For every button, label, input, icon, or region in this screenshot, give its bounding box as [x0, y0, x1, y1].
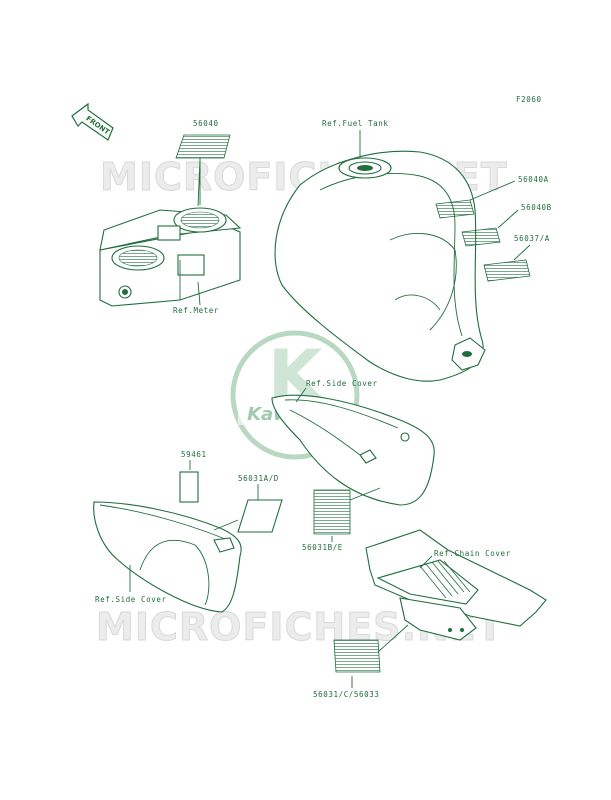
fuel-tank [274, 150, 486, 382]
decal-56031-c-56033 [333, 639, 381, 673]
side-cover-right [271, 394, 435, 506]
decal-59461 [179, 471, 199, 503]
decal-56031b-e [313, 489, 351, 535]
decal-56040a [435, 199, 475, 219]
callout-59461: 59461 [181, 450, 207, 459]
meter-assembly [99, 207, 242, 307]
callout-56031b-e: 56031B/E [302, 543, 343, 552]
side-cover-left [93, 501, 242, 613]
callout-56040a: 56040A [518, 175, 549, 184]
callout-ref-fuel-tank: Ref.Fuel Tank [322, 119, 389, 128]
callout-ref-side-cover-right: Ref.Side Cover [306, 379, 378, 388]
callout-56040b: 56040B [521, 203, 552, 212]
callout-56031-c-56033: 56031/C/56033 [313, 690, 380, 699]
callout-56040: 56040 [193, 119, 219, 128]
diagram-code: F2060 [516, 95, 542, 104]
callout-56031a-d: 56031A/D [238, 474, 279, 483]
decal-56037a [483, 259, 531, 282]
callout-ref-chain-cover: Ref.Chain Cover [434, 549, 511, 558]
front-arrow-icon: FRONT [71, 102, 114, 141]
callout-56037a: 56037/A [514, 234, 550, 243]
callout-ref-meter: Ref.Meter [173, 306, 219, 315]
decal-56040 [175, 134, 231, 159]
decal-56031a-d [237, 499, 283, 533]
callout-ref-side-cover-left: Ref.Side Cover [95, 595, 167, 604]
chain-cover [365, 529, 547, 641]
decal-56040b [461, 227, 501, 247]
